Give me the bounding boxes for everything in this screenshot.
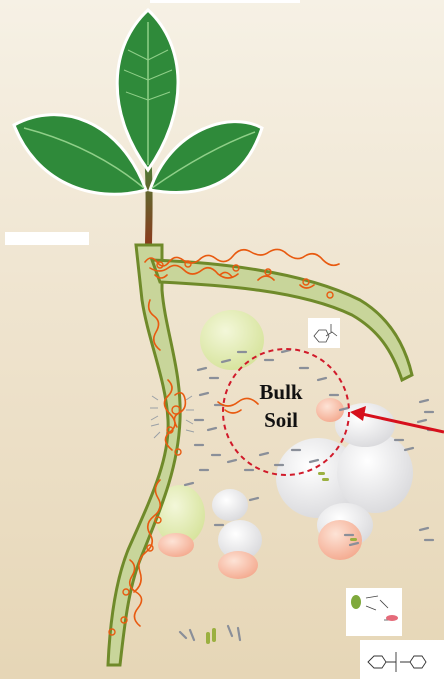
plant-shoot (14, 10, 262, 245)
chemical-structure-icon (346, 588, 402, 636)
bulk-soil-label-line2: Soil (236, 406, 326, 434)
chemical-structure-icon (308, 318, 340, 348)
bulk-soil-label: Bulk Soil (236, 378, 326, 434)
lateral-root (152, 260, 412, 380)
soil-rock (212, 489, 248, 521)
soil-aggregate (200, 310, 264, 370)
white-bar-label (5, 232, 89, 245)
bulk-soil-label-line1: Bulk (236, 378, 326, 406)
main-root (108, 245, 180, 665)
chemical-structure-icon (360, 640, 444, 679)
soil-aggregate-pink (158, 533, 194, 557)
top-white-line (150, 0, 300, 3)
soil-aggregate-pink (218, 551, 258, 579)
soil-particles (155, 310, 413, 579)
